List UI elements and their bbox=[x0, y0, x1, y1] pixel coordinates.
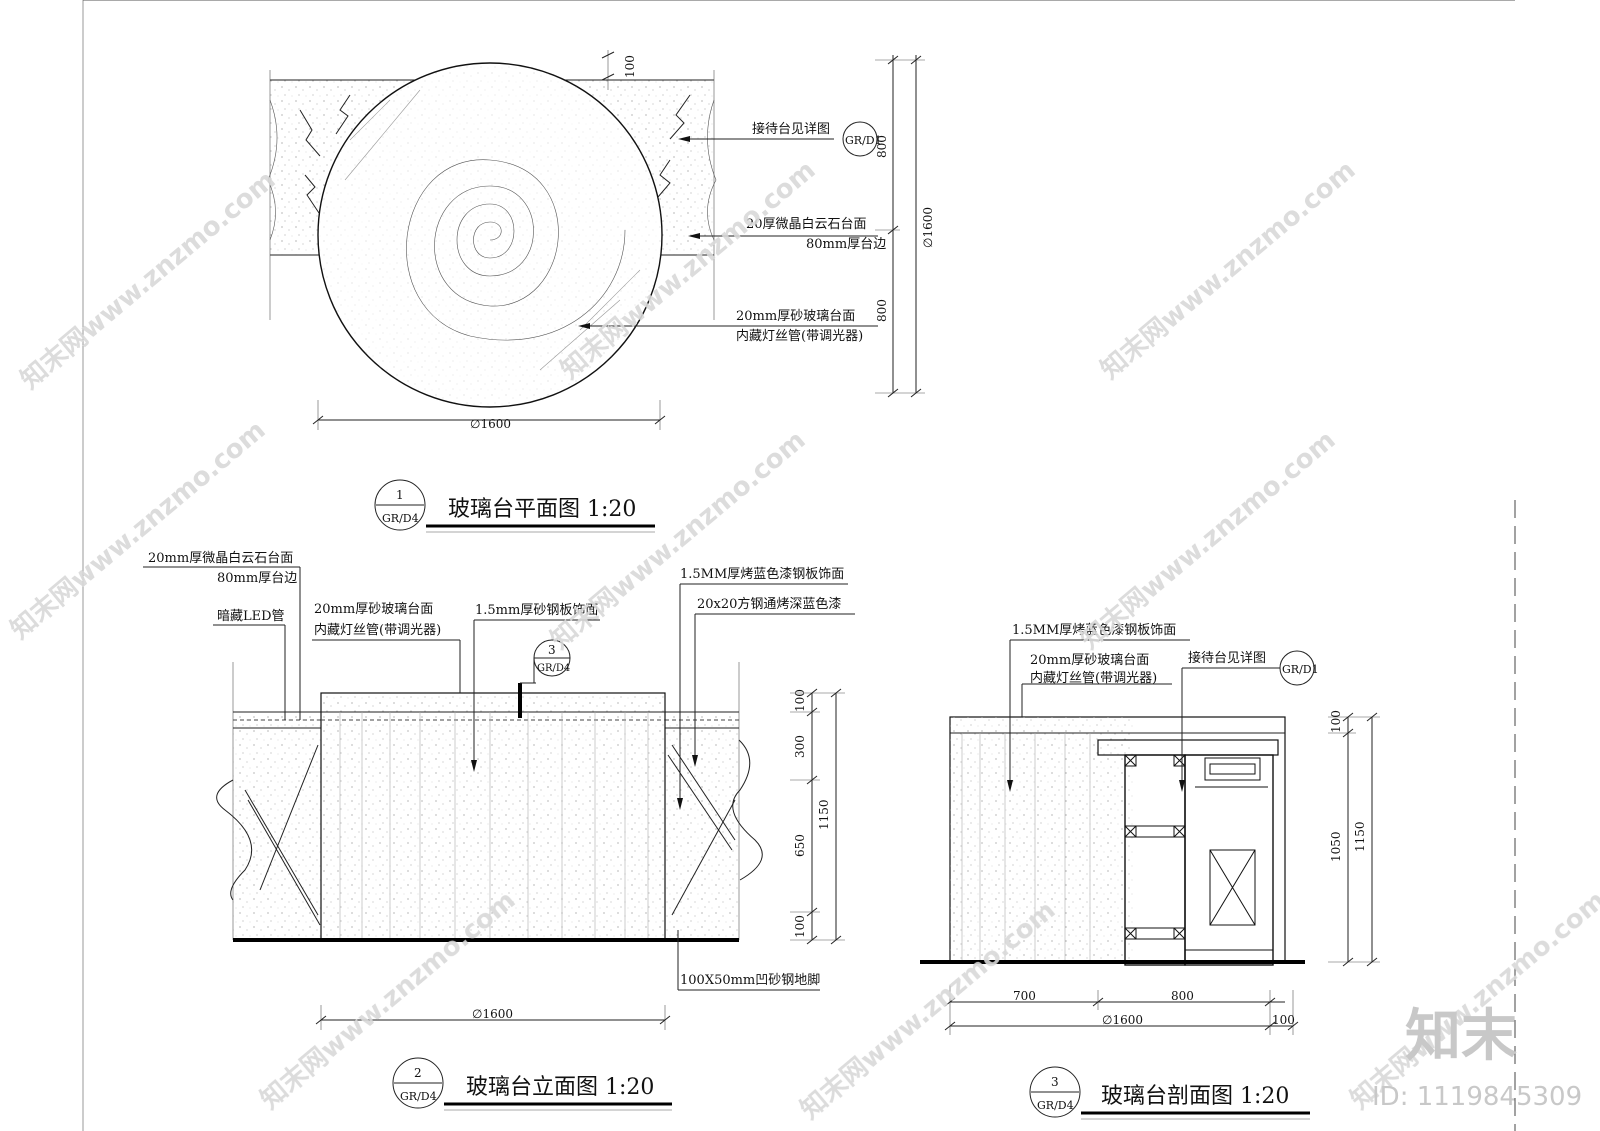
plan-note-stone-a: 20厚微晶白云石台面 bbox=[746, 216, 867, 232]
elev-title-bubble bbox=[392, 1057, 444, 1109]
elev-note-glass-b: 内藏灯丝管(带调光器) bbox=[314, 622, 441, 638]
sect-note-glass-b: 内藏灯丝管(带调光器) bbox=[1030, 670, 1157, 686]
watermark-9: 知末网www.znzmo.com bbox=[1345, 885, 1600, 1115]
elev-note-stone-b: 80mm厚台边 bbox=[217, 571, 297, 586]
elev-note-blue-steel: 1.5MM厚烤蓝色漆钢板饰面 bbox=[680, 566, 844, 582]
plan-dim-800-bottom: 800 bbox=[875, 299, 889, 322]
sect-title: 玻璃台剖面图 1:20 bbox=[1101, 1084, 1289, 1109]
watermark-3: 知末网www.znzmo.com bbox=[1095, 155, 1361, 385]
plan-dim-100: 100 bbox=[623, 55, 637, 78]
elev-section-num: 3 bbox=[548, 643, 556, 657]
brand-logo: 知末 bbox=[1405, 1004, 1517, 1069]
plan-title-bubble bbox=[374, 479, 426, 531]
elev-dim-300: 300 bbox=[793, 735, 807, 758]
plan-ref-bubble-d1 bbox=[842, 121, 878, 157]
elev-dim-650: 650 bbox=[793, 834, 807, 857]
elev-dim-bottom: ∅1600 bbox=[472, 1007, 513, 1021]
sect-dim-1600: ∅1600 bbox=[1102, 1013, 1143, 1027]
elev-dim-100-bottom: 100 bbox=[793, 915, 807, 938]
plan-note-reception: 接待台见详图 bbox=[752, 121, 830, 137]
sect-dim-700: 700 bbox=[1013, 989, 1036, 1003]
watermark-5: 知末网www.znzmo.com bbox=[545, 425, 811, 655]
sect-ref-bubble-d1 bbox=[1279, 650, 1315, 686]
sect-note-reception: 接待台见详图 bbox=[1188, 650, 1266, 666]
plan-dim-total: ∅1600 bbox=[921, 207, 935, 248]
sect-dim-1150: 1150 bbox=[1353, 821, 1367, 852]
elev-title-num: 2 bbox=[414, 1066, 422, 1080]
section-view: 1.5MM厚烤蓝色漆钢板饰面 20mm厚砂玻璃台面 内藏灯丝管(带调光器) 接待… bbox=[920, 622, 1380, 1120]
sect-dim-100: 100 bbox=[1329, 710, 1343, 733]
plan-title-num: 1 bbox=[396, 488, 404, 502]
plan-dim-bottom: ∅1600 bbox=[470, 417, 511, 431]
plan-view: 100 800 800 ∅1600 ∅1600 接待台见详图 GR/D1 20厚… bbox=[267, 50, 935, 533]
plan-ref-d1: GR/D1 bbox=[845, 134, 882, 147]
elev-dim-100-top: 100 bbox=[793, 689, 807, 712]
watermark-6: 知末网www.znzmo.com bbox=[1075, 425, 1341, 655]
sect-dim-100-bottom: 100 bbox=[1272, 1013, 1295, 1027]
plan-title-ref: GR/D4 bbox=[382, 512, 419, 525]
sect-note-blue-steel: 1.5MM厚烤蓝色漆钢板饰面 bbox=[1012, 622, 1176, 638]
sect-title-ref: GR/D4 bbox=[1037, 1099, 1074, 1112]
watermark-8: 知末网www.znzmo.com bbox=[795, 895, 1061, 1125]
elev-note-led: 暗藏LED管 bbox=[217, 609, 285, 624]
elevation-view: 3 GR/D4 20mm厚微晶白云石台面 80mm厚台边 暗藏LED管 20mm… bbox=[143, 550, 855, 1111]
elev-note-steel: 1.5mm厚砂钢板饰面 bbox=[475, 603, 598, 618]
plan-title: 玻璃台平面图 1:20 bbox=[448, 497, 636, 522]
plan-dim-800-top: 800 bbox=[875, 135, 889, 158]
elev-title: 玻璃台立面图 1:20 bbox=[466, 1075, 654, 1100]
sect-cabinet-right bbox=[1184, 754, 1274, 966]
elev-title-ref: GR/D4 bbox=[400, 1090, 437, 1103]
plan-note-glass-a: 20mm厚砂玻璃台面 bbox=[736, 309, 855, 324]
elev-note-stone-a: 20mm厚微晶白云石台面 bbox=[148, 550, 293, 566]
elev-note-tube: 20x20方钢通烤深蓝色漆 bbox=[697, 596, 841, 612]
sect-note-glass-a: 20mm厚砂玻璃台面 bbox=[1030, 653, 1149, 668]
elev-note-glass-a: 20mm厚砂玻璃台面 bbox=[314, 602, 433, 617]
sect-title-num: 3 bbox=[1051, 1075, 1059, 1089]
elev-section-ref: GR/D4 bbox=[537, 663, 570, 674]
elev-note-foot: 100X50mm凹砂钢地脚 bbox=[680, 972, 820, 988]
sect-dim-1050: 1050 bbox=[1329, 831, 1343, 862]
sect-dim-800: 800 bbox=[1171, 989, 1194, 1003]
plan-note-glass-b: 内藏灯丝管(带调光器) bbox=[736, 328, 863, 344]
elev-dim-1150: 1150 bbox=[817, 799, 831, 830]
brand-id: ID: 1119845309 bbox=[1372, 1082, 1582, 1112]
watermark-1: 知末网www.znzmo.com bbox=[15, 165, 281, 395]
plan-note-stone-b: 80mm厚台边 bbox=[806, 237, 886, 252]
sect-title-bubble bbox=[1029, 1066, 1081, 1118]
sect-ref-d1: GR/D1 bbox=[1282, 663, 1319, 676]
